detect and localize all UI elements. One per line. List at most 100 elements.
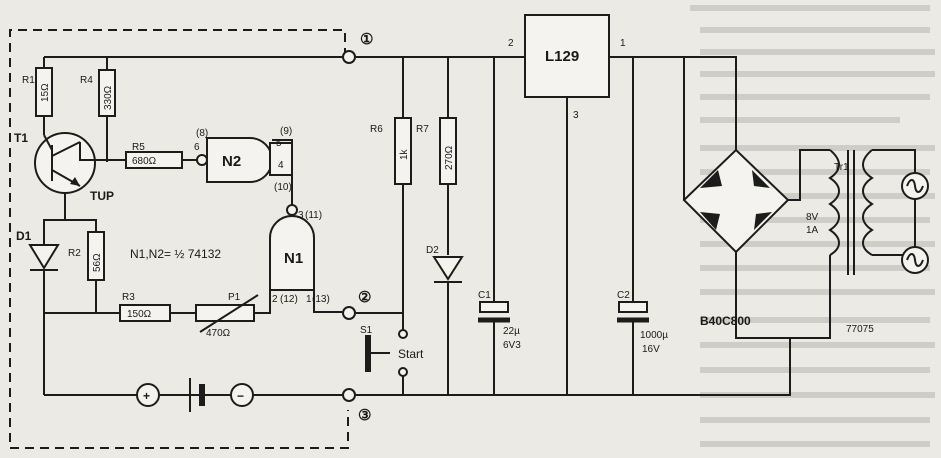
wire-r2 — [65, 219, 97, 232]
p1-arrow — [199, 294, 259, 333]
terminal-3-label: ③ — [358, 407, 371, 424]
r2-value: 56Ω — [92, 253, 103, 272]
battery-minus-circle — [230, 383, 254, 407]
regulator-l129 — [524, 14, 610, 98]
terminal-2 — [342, 306, 356, 320]
n2-pin-out-alt: (10) — [274, 182, 292, 193]
l129-pin3: 3 — [573, 110, 579, 121]
terminal-1-label: ① — [360, 31, 373, 48]
n1-pin1-alt: (13) — [312, 294, 330, 305]
wire-mains — [872, 149, 916, 256]
r2-ref: R2 — [68, 248, 81, 259]
wire-d1-r3 — [43, 270, 120, 314]
tr1-ref: Tr1 — [834, 162, 849, 173]
capacitor-c2-plate — [618, 301, 648, 313]
potentiometer-p1 — [195, 304, 255, 322]
c1-voltage: 6V3 — [503, 340, 521, 351]
terminal-3 — [342, 388, 356, 402]
wire-t1-to-r5 — [79, 142, 107, 161]
l129-pin1: 1 — [620, 38, 626, 49]
p1-ref: P1 — [228, 292, 241, 303]
r6-ref: R6 — [370, 124, 383, 135]
n1-input-bubble — [286, 204, 298, 216]
n2-pin-in: 6 — [194, 142, 200, 153]
wire-l129-out — [609, 56, 737, 150]
led-d2 — [432, 256, 464, 281]
tr1-rating2: 1A — [806, 225, 819, 236]
n1-pin-in-alt: (11) — [305, 210, 322, 221]
n2-input-bubble — [196, 154, 208, 166]
r1-value: 15Ω — [40, 83, 51, 102]
r4-ref: R4 — [80, 75, 93, 86]
r6-value: 1k — [399, 148, 410, 160]
battery-plus: + — [143, 389, 150, 403]
n2-pin-out: 4 — [278, 160, 284, 171]
n2-pin-top-alt: (9) — [280, 126, 292, 137]
dashed-enclosure — [9, 29, 349, 449]
l129-pin2: 2 — [508, 38, 514, 49]
n1-pin2-alt: (12) — [280, 294, 298, 305]
r1-ref: R1 — [22, 75, 35, 86]
t1-type: TUP — [90, 189, 114, 203]
transistor-t1 — [34, 132, 96, 194]
battery-minus: − — [237, 389, 244, 403]
s1-label: Start — [398, 347, 424, 361]
transformer-secondary — [828, 149, 840, 256]
ac-wave-1 — [906, 179, 924, 193]
n2-ref: N2 — [222, 153, 241, 170]
wire-bottom-rail-right — [356, 338, 791, 396]
switch-s1-contact-top — [398, 329, 408, 339]
led-d1 — [28, 244, 60, 270]
figure-code: 77075 — [846, 324, 874, 335]
transistor-t1-lead — [43, 134, 53, 151]
battery-plus-circle — [136, 383, 160, 407]
capacitor-c1-plate — [479, 301, 509, 313]
c1-value: 22µ — [503, 326, 520, 337]
r7-value: 270Ω — [444, 145, 455, 170]
d2-ref: D2 — [426, 245, 439, 256]
c2-ref: C2 — [617, 290, 630, 301]
r5-ref: R5 — [132, 142, 145, 153]
c1-ref: C1 — [478, 290, 491, 301]
gate-note: N1,N2= ½ 74132 — [130, 247, 221, 261]
n2-pin-box — [269, 142, 293, 176]
n2-pin-top: 5 — [276, 138, 282, 149]
transistor-t1-collector — [51, 141, 81, 157]
tr1-rating1: 8V — [806, 212, 819, 223]
d1-ref: D1 — [16, 229, 32, 243]
wire-n1-out — [313, 290, 342, 313]
wire-r6-s1 — [356, 184, 404, 330]
wire-p1-n1 — [254, 290, 271, 314]
r7-ref: R7 — [416, 124, 429, 135]
transistor-t1-arrow — [70, 177, 80, 186]
wire-bridge-bottom — [735, 252, 831, 339]
transformer-primary — [862, 149, 874, 256]
r4-value: 330Ω — [103, 85, 114, 110]
n1-pin1: 1 — [306, 294, 312, 305]
bridge-label: B40C800 — [700, 314, 751, 328]
r3-value: 150Ω — [127, 309, 152, 320]
bridge-rectifier — [682, 148, 790, 254]
n1-ref: N1 — [284, 250, 303, 267]
r3-ref: R3 — [122, 292, 135, 303]
n1-pin-in: 3 — [298, 210, 304, 221]
switch-s1-contact-bottom — [398, 367, 408, 377]
n2-pin-in-alt: (8) — [196, 128, 208, 139]
c2-voltage: 16V — [642, 344, 660, 355]
n1-pin2: 2 — [272, 294, 278, 305]
r5-value: 680Ω — [132, 156, 157, 167]
wire-d1 — [43, 219, 65, 245]
s1-ref: S1 — [360, 325, 373, 336]
p1-value: 470Ω — [206, 328, 231, 339]
bridge-diodes — [700, 170, 772, 230]
l129-label: L129 — [545, 48, 579, 65]
terminal-2-label: ② — [358, 289, 371, 306]
wire-bridge-right — [788, 149, 830, 201]
terminal-1 — [342, 50, 356, 64]
ac-wave-2 — [906, 253, 924, 267]
t1-ref: T1 — [14, 131, 28, 145]
gate-n1 — [269, 215, 315, 291]
c2-value: 1000µ — [640, 330, 668, 341]
